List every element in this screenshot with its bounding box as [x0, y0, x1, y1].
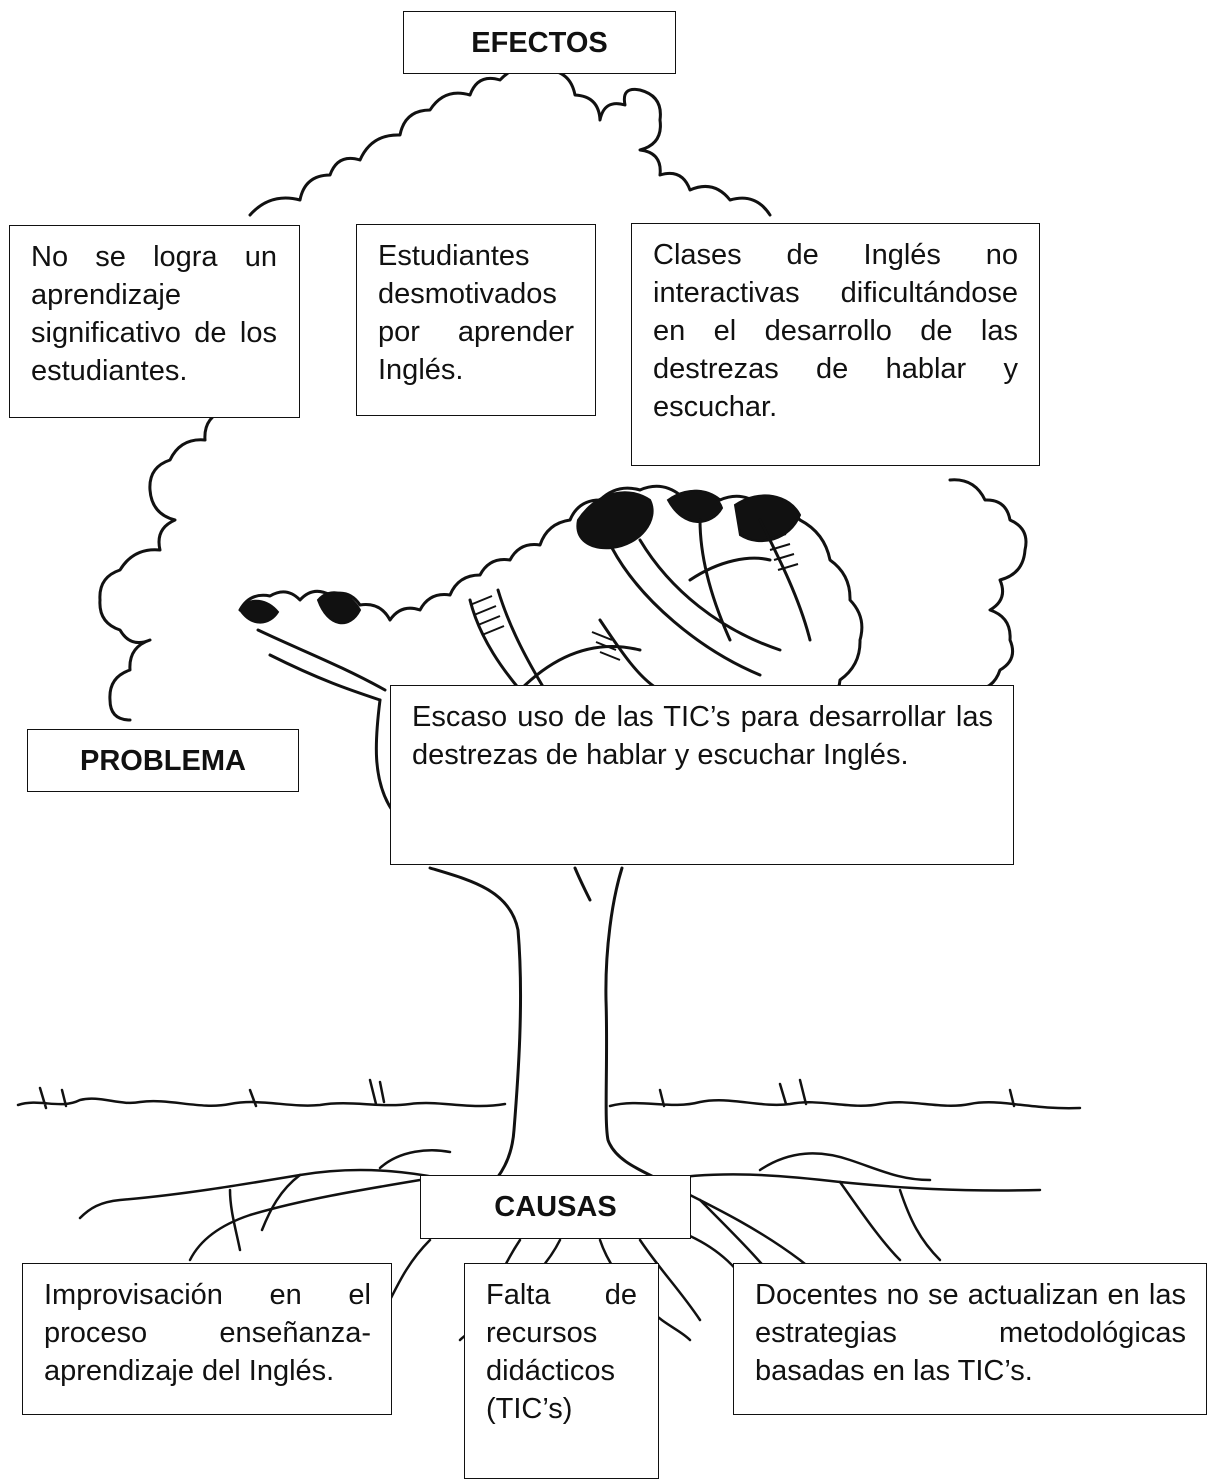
- problem-box: Escaso uso de las TIC’s para desarrollar…: [390, 685, 1014, 865]
- branch-hatching: [469, 533, 799, 1197]
- effects-title: EFECTOS: [403, 11, 676, 74]
- cause-box-2: Falta de recursos didácticos (TIC’s): [464, 1263, 659, 1479]
- cause-box-3: Docentes no se actualizan en las estrate…: [733, 1263, 1207, 1415]
- effect-box-3: Clases de Inglés no interactivas dificul…: [631, 223, 1040, 466]
- canopy-outline: [248, 64, 772, 217]
- effect-box-1: No se logra un aprendizaje significativo…: [9, 225, 300, 418]
- problem-title: PROBLEMA: [27, 729, 299, 792]
- ground-grass: [16, 1078, 1082, 1110]
- tree-branches: [256, 518, 812, 812]
- tree-trunk: [428, 866, 662, 1192]
- causes-title: CAUSAS: [420, 1175, 691, 1239]
- canopy-outline: [238, 484, 864, 702]
- cause-box-1: Improvisación en el proceso enseñanza-ap…: [22, 1263, 392, 1415]
- effect-box-2: Estudiantes desmotivados por aprender In…: [356, 224, 596, 416]
- canopy-outline: [98, 408, 227, 722]
- dark-foliage: [238, 489, 802, 625]
